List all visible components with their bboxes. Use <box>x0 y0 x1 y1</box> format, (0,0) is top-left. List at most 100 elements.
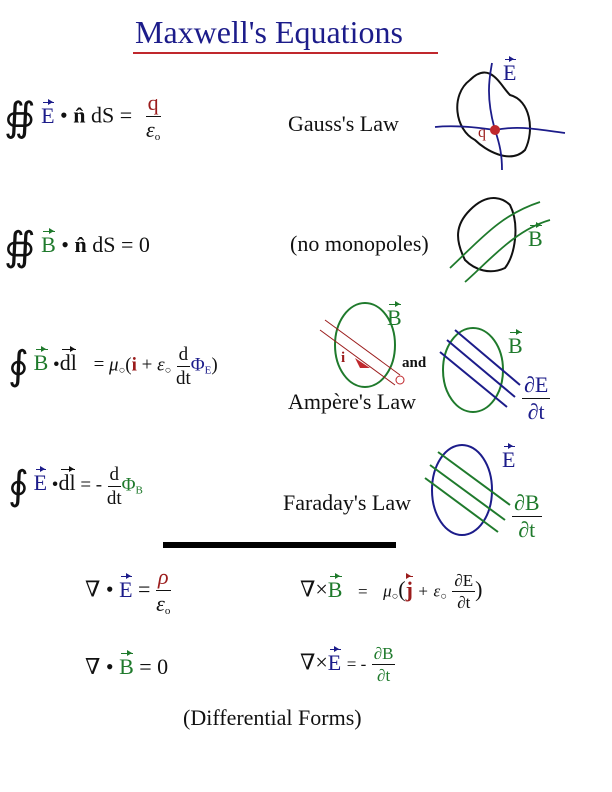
de-numerator: ∂E <box>522 372 551 399</box>
dl-symbol: dl <box>58 466 76 496</box>
div-operator: ∇ • <box>85 654 114 679</box>
equals-minus: = - <box>346 654 367 674</box>
e-field-symbol: E <box>33 466 48 496</box>
dt-denominator: ∂t <box>527 399 545 424</box>
normal-symbol: n̂ <box>73 102 86 128</box>
line-integral-symbol: ∮ <box>8 343 29 389</box>
b-field-symbol: B <box>327 572 343 602</box>
normal-symbol: n̂ <box>74 232 87 258</box>
dot-symbol: • <box>51 474 59 496</box>
b-field-symbol: B <box>119 650 134 679</box>
dt-denominator: ∂t <box>457 593 471 612</box>
faraday-law-label: Faraday's Law <box>283 490 411 515</box>
mu-sub: ○ <box>118 364 126 377</box>
mu: μ <box>383 581 392 601</box>
epsilon: ε <box>156 591 165 616</box>
ampere-diagram <box>319 302 405 388</box>
gauss-equation: ∯ E • n̂ dS = q εo <box>4 92 161 143</box>
epsilon-sub: ○ <box>164 364 172 377</box>
gauss-field-label: E <box>503 56 516 86</box>
de-numerator: ∂E <box>452 571 476 592</box>
plus: + <box>141 354 153 376</box>
flux-symbol: Φ <box>121 474 136 496</box>
div-operator: ∇ • <box>85 576 114 602</box>
current-symbol: i <box>131 354 137 376</box>
d: d <box>176 343 191 367</box>
div-b-rhs: = 0 <box>139 654 169 679</box>
epsilon-sub: ○ <box>440 590 447 603</box>
charge-numerator: q <box>145 90 161 117</box>
gauss-field-lines <box>434 62 566 171</box>
dot-symbol: • <box>53 354 60 376</box>
dt-denominator: ∂t <box>518 517 536 542</box>
displacement-field-label: B <box>508 329 523 359</box>
plus: + <box>418 581 429 601</box>
e-field-symbol: E <box>327 645 342 675</box>
ds-symbol: dS = <box>90 102 133 128</box>
dl-symbol: dl <box>59 346 77 376</box>
e-field-symbol: E <box>41 98 55 128</box>
epsilon: ε <box>157 354 165 376</box>
charge-dot <box>490 125 500 135</box>
dt-denominator: ∂t <box>377 666 391 685</box>
flux-sub: E <box>204 364 212 377</box>
curl-b-equation: ∇×B = μ○(j + ε○ ∂E∂t) <box>300 571 483 612</box>
epsilon-sub: o <box>164 605 171 617</box>
dt: dt <box>175 367 191 389</box>
dot-symbol: • <box>60 102 68 128</box>
ampere-field-label: B <box>387 301 402 331</box>
faraday-diagram <box>424 444 511 536</box>
epsilon: ε <box>146 117 155 142</box>
gauss-surface <box>456 71 531 158</box>
epsilon-denominator: εo <box>156 591 170 617</box>
db-dt-fraction: ∂B∂t <box>512 492 542 541</box>
monopole-equation: ∯ B • n̂ dS = 0 <box>4 224 150 270</box>
title-underline <box>133 52 438 54</box>
differential-forms-caption: (Differential Forms) <box>183 705 362 730</box>
equals: = <box>357 581 368 601</box>
section-divider <box>163 542 396 548</box>
curl-operator: ∇× <box>300 649 328 675</box>
gauss-diagram <box>434 62 566 171</box>
e-field-symbol: E <box>502 443 516 472</box>
monopole-rhs: dS = 0 <box>92 232 150 258</box>
displacement-diagram <box>439 327 521 413</box>
gauss-law-label: Gauss's Law <box>288 111 399 136</box>
mu-sub: ○ <box>391 590 399 603</box>
flux-sub: B <box>135 484 143 497</box>
ampere-current-label: i <box>341 350 346 366</box>
flux-symbol: Φ <box>190 354 205 376</box>
charge-fraction: q εo <box>145 90 161 143</box>
b-field-symbol: B <box>387 301 402 330</box>
curl-e-equation: ∇×E = - ∂B∂t <box>300 644 396 685</box>
equals: = <box>93 354 105 376</box>
faraday-field-label: E <box>502 443 516 473</box>
curl-operator: ∇× <box>300 576 328 602</box>
and-label: and <box>402 355 427 371</box>
b-field-symbol: B <box>508 329 523 358</box>
epsilon: ε <box>433 581 441 601</box>
rho-numerator: ρ <box>155 564 171 591</box>
dt: dt <box>106 487 122 509</box>
epsilon-denominator: εo <box>146 117 160 143</box>
db-numerator: ∂B <box>371 644 396 665</box>
div-b-equation: ∇ • B = 0 <box>85 650 169 680</box>
line-integral-symbol: ∮ <box>8 463 29 509</box>
d: d <box>107 463 122 487</box>
surface-integral-symbol: ∯ <box>4 224 36 270</box>
page-title: Maxwell's Equations <box>135 14 403 50</box>
monopole-field-label: B <box>528 222 543 252</box>
mu: μ <box>109 354 119 376</box>
db-numerator: ∂B <box>512 490 542 517</box>
no-monopoles-label: (no monopoles) <box>290 231 429 256</box>
e-field-symbol: E <box>119 572 133 602</box>
current-density-symbol: j <box>405 572 413 602</box>
ampere-law-label: Ampère's Law <box>288 389 416 414</box>
b-field-symbol: B <box>528 222 543 251</box>
dot-symbol: • <box>61 232 69 258</box>
